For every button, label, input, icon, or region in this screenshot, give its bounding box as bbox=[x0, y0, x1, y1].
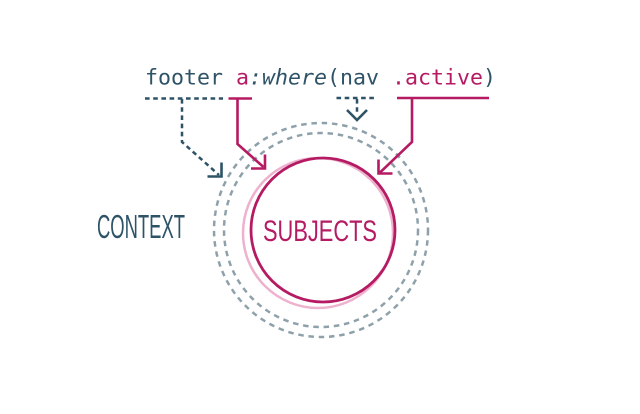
context-ring-inner bbox=[222, 131, 420, 329]
code-token-close-paren: ) bbox=[483, 66, 496, 91]
code-token-active: .active bbox=[392, 66, 483, 91]
a-arrowhead-icon bbox=[251, 154, 267, 170]
a-subject-arrow bbox=[228, 97, 267, 170]
footer-context-arrow bbox=[145, 97, 223, 178]
footer-arrowhead-icon bbox=[207, 162, 223, 178]
context-label: CONTEXT bbox=[97, 208, 185, 245]
active-arrow-shaft bbox=[379, 98, 414, 174]
active-subject-arrow bbox=[377, 96, 489, 175]
code-token-where: :where bbox=[249, 66, 327, 91]
selector-code: footer a :where ( nav .active ) bbox=[145, 66, 496, 91]
nav-context-arrow bbox=[336, 96, 374, 122]
subjects-label: SUBJECTS bbox=[263, 215, 377, 248]
active-arrowhead-icon bbox=[377, 159, 393, 175]
code-token-nav: nav bbox=[340, 66, 379, 91]
context-ring-outer bbox=[212, 121, 430, 339]
code-token-open-paren: ( bbox=[327, 66, 340, 91]
subjects-circle bbox=[249, 156, 397, 304]
code-token-a: a bbox=[236, 66, 249, 91]
nav-arrowhead-icon bbox=[346, 109, 368, 122]
footer-arrow-shaft bbox=[180, 99, 220, 176]
a-arrow-shaft bbox=[236, 98, 265, 168]
code-token-footer: footer bbox=[145, 66, 223, 91]
